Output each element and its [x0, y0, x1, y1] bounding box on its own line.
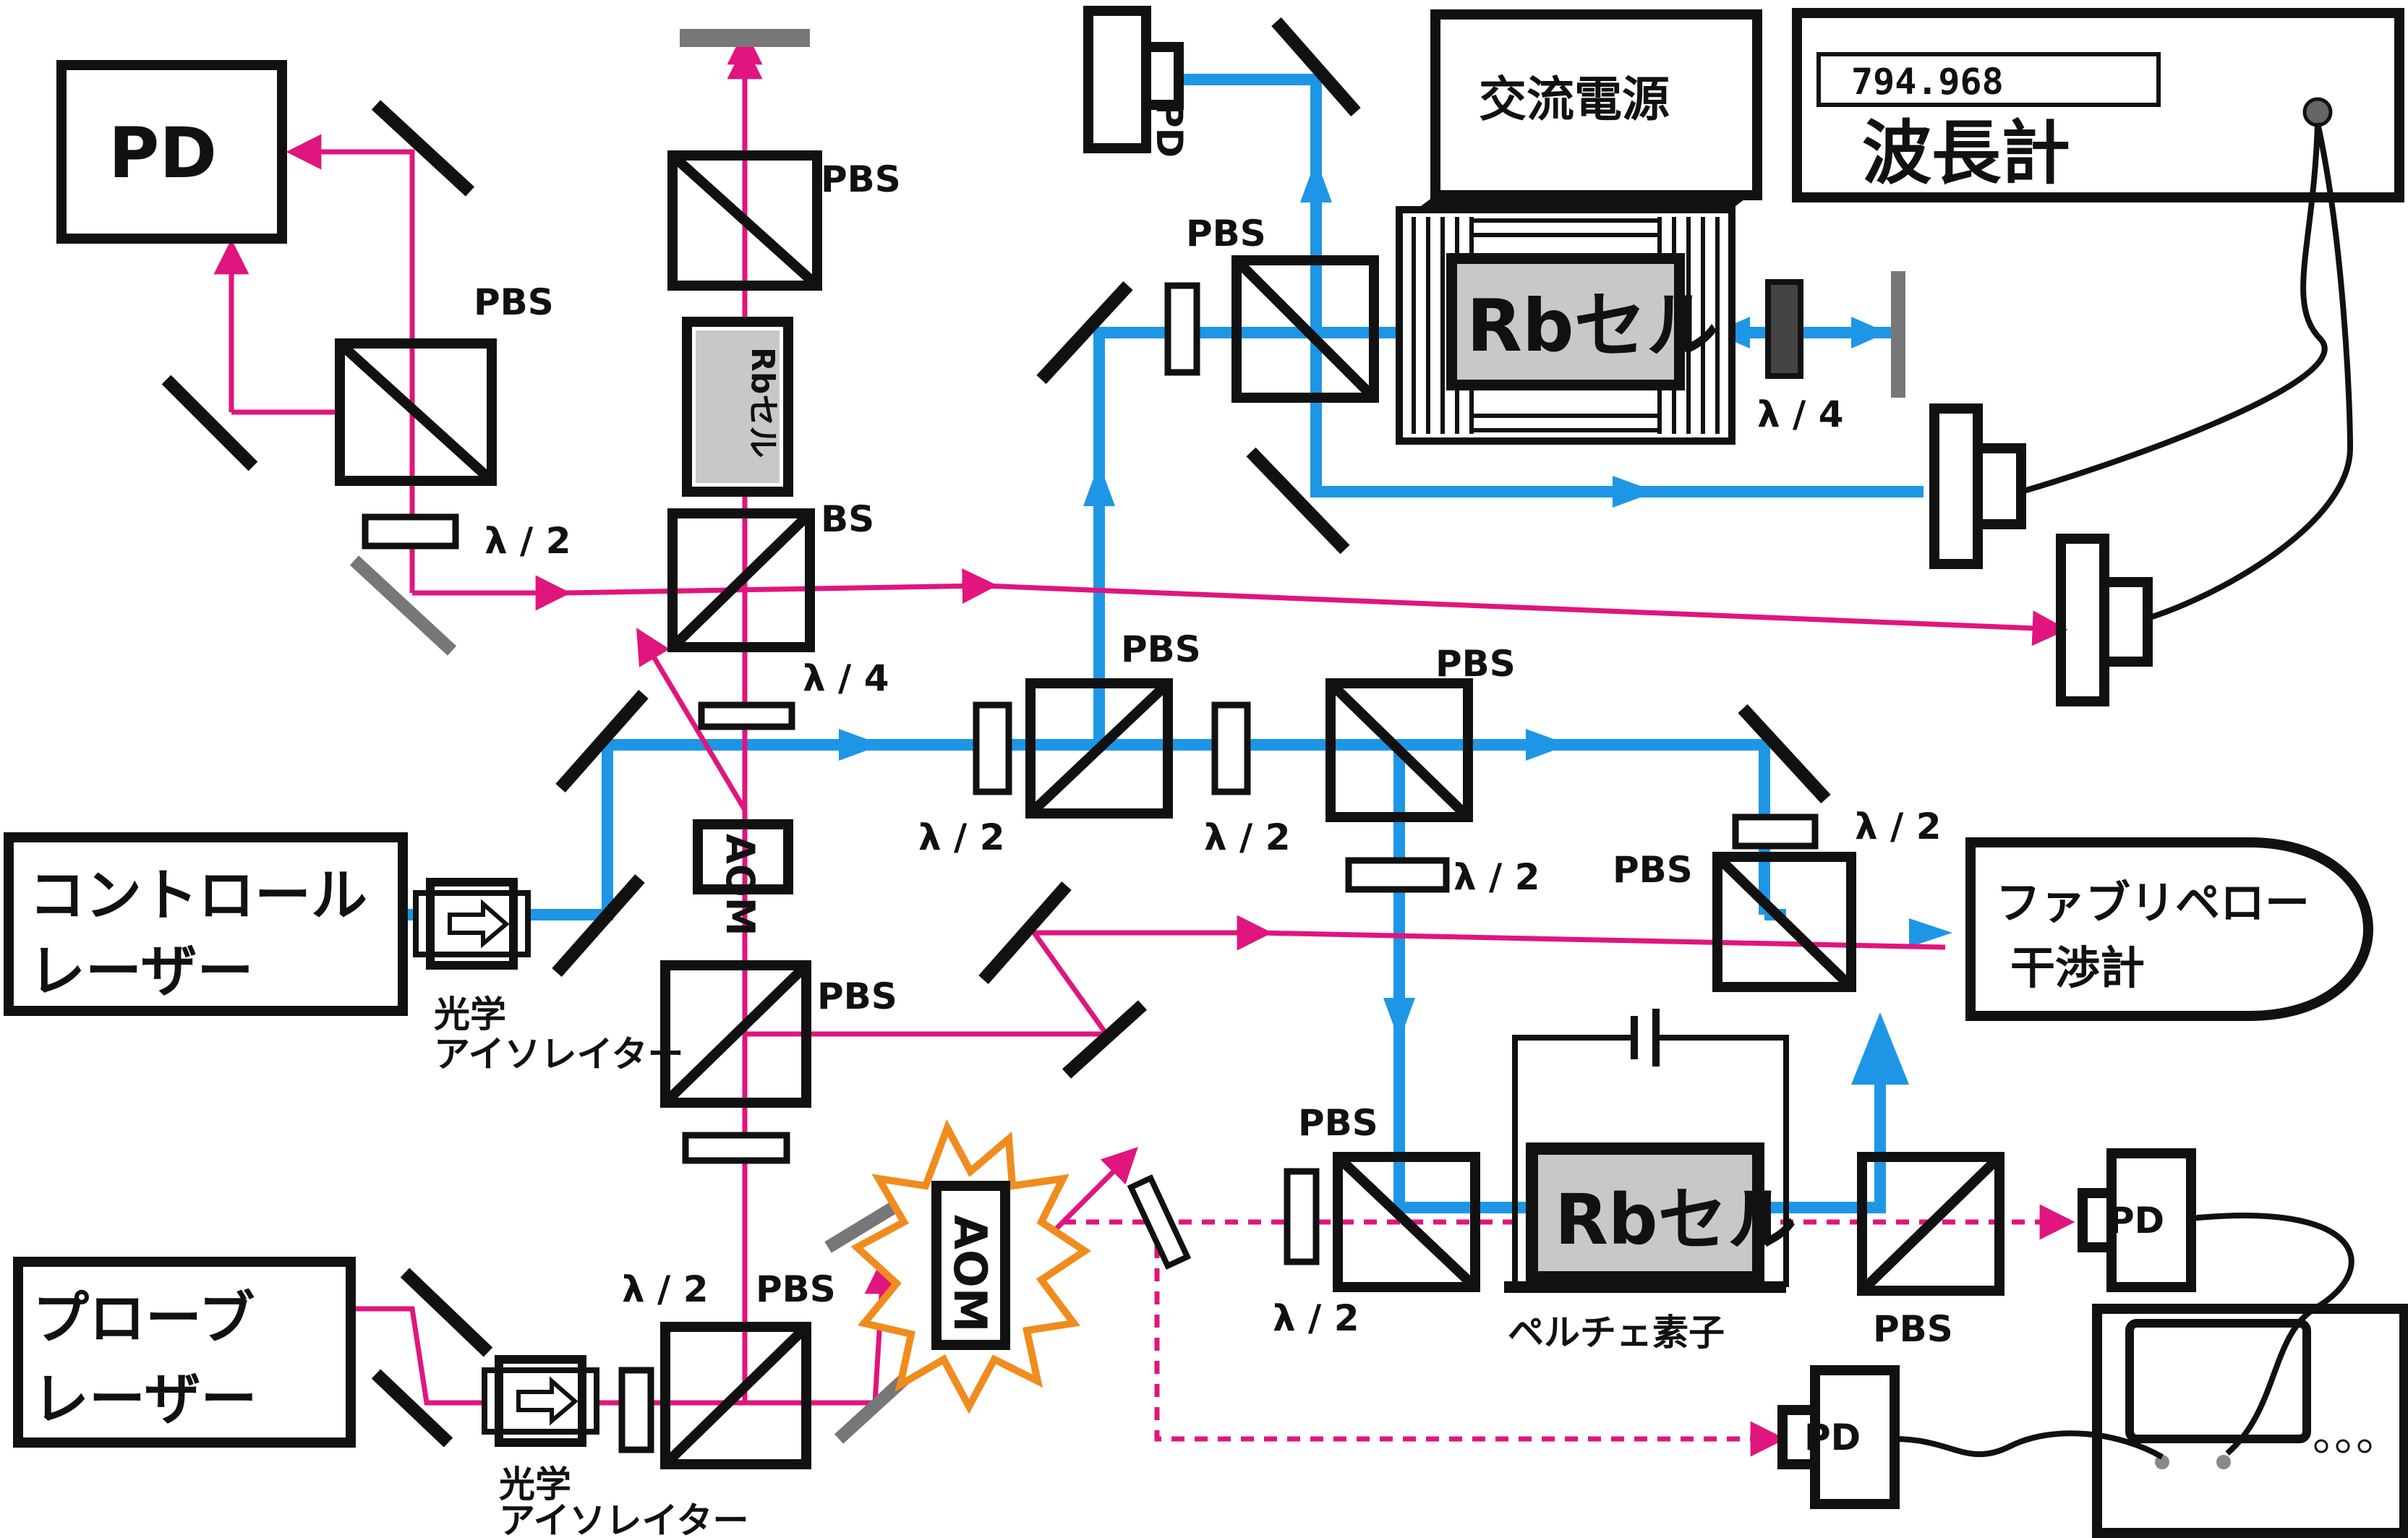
label-pbs-5: PBS: [1121, 628, 1201, 670]
oscilloscope: [1894, 1213, 2408, 1538]
probe-laser: プローブ レーザー: [13, 1257, 356, 1448]
aom-control-label: AOM: [717, 834, 763, 936]
label-pbs-6: PBS: [1435, 643, 1516, 685]
photodetector-top: PD: [1083, 6, 1190, 158]
pbs-mid-center: [660, 960, 811, 1108]
pbs-right: [1712, 852, 1856, 992]
label-pbs-4: PBS: [756, 1268, 836, 1310]
pbs-output: [1857, 1152, 2004, 1296]
wavemeter-readout: 794.968: [1851, 61, 2004, 103]
isolator-label-2: アイソレイター: [434, 1033, 684, 1075]
optical-isolator-probe: 光学 アイソレイター: [482, 1355, 749, 1538]
rb-cell-peltier: Rbセル ペルチェ素子: [1504, 1009, 1797, 1354]
photodetector-signal-2: PD: [1777, 1365, 1900, 1509]
label-qw-1: λ / 4: [803, 657, 889, 699]
ac-power-supply: 交流電源: [1421, 9, 1762, 206]
probe-laser-label-1: プローブ: [33, 1286, 255, 1351]
cube-labels: PBS PBS BS PBS PBS PBS PBS PBS PBS PBS P…: [474, 158, 1953, 1350]
rb-cell-vertical: Rbセル: [682, 317, 793, 497]
label-hw-3: λ / 2: [918, 816, 1005, 858]
label-pbs-7: PBS: [1186, 213, 1266, 255]
label-pbs-1: PBS: [474, 281, 554, 323]
pd-label-signal-2: PD: [1804, 1417, 1861, 1458]
label-qw-2: λ / 4: [1757, 393, 1844, 435]
mirrors: [161, 17, 1905, 1448]
wavemeter-label: 波長計: [1862, 113, 2070, 194]
photodetector-signal-1: PD: [2078, 1148, 2196, 1292]
control-laser-label-2: レーザー: [29, 939, 253, 1004]
waveplate-labels: λ / 2 λ / 4 λ / 2 λ / 2 λ / 2 λ / 2 λ / …: [484, 393, 1942, 1339]
photodetector-large: PD: [56, 60, 287, 244]
waveplates: [362, 279, 1819, 1453]
label-pbs-3: PBS: [817, 975, 897, 1017]
aom-probe-label: AOM: [944, 1215, 996, 1332]
fabry-perot-label-2: 干渉計: [2010, 941, 2145, 994]
label-hw-4: λ / 2: [1204, 816, 1291, 858]
pbs-bottom-center: [660, 1322, 811, 1469]
pbs-control-1: [1025, 678, 1173, 819]
label-hw-1: λ / 2: [484, 520, 571, 562]
isolator-label-1: 光学: [434, 994, 506, 1035]
isolator-probe-label-1: 光学: [499, 1464, 571, 1505]
control-laser-label-1: コントロール: [29, 863, 367, 928]
aom-probe: AOM: [850, 1119, 1092, 1414]
probe-laser-label-2: レーザー: [33, 1367, 257, 1432]
rb-cell-peltier-label: Rbセル: [1555, 1179, 1797, 1260]
label-pbs-10: PBS: [1873, 1308, 1953, 1350]
rb-cell-heated: Rbセル: [1396, 206, 1735, 445]
label-bs: BS: [821, 498, 874, 540]
rb-cell-vertical-label: Rbセル: [744, 347, 781, 458]
rb-cell-heated-label: Rbセル: [1466, 283, 1719, 368]
bs-center: [667, 508, 815, 652]
pbs-top-left: [335, 338, 497, 486]
photodetector-right-2: [2056, 534, 2153, 706]
label-hw-7: λ / 2: [1273, 1297, 1359, 1339]
aom-control: AOM: [693, 819, 793, 936]
pd-label-large: PD: [108, 113, 217, 194]
label-pbs-8: PBS: [1613, 849, 1693, 891]
isolator-probe-label-2: アイソレイター: [499, 1500, 749, 1538]
label-pbs-9: PBS: [1298, 1102, 1378, 1144]
wavemeter: 794.968 波長計: [1792, 8, 2404, 621]
pbs-top-center: [667, 150, 822, 291]
fabry-perot-label-1: ファブリペロー: [1996, 876, 2310, 929]
pbs-rb-upper: [1231, 255, 1379, 403]
control-laser: コントロール レーザー: [4, 832, 408, 1016]
beamsplitter-cubes: [335, 150, 2004, 1469]
pbs-control-2: [1325, 678, 1473, 822]
label-pbs-2: PBS: [821, 158, 901, 200]
peltier-label: ペルチェ素子: [1508, 1312, 1725, 1354]
fabry-perot-interferometer: ファブリペロー 干渉計: [1965, 837, 2373, 1021]
pbs-rb-lower: [1333, 1152, 1480, 1292]
label-hw-5: λ / 2: [1453, 856, 1540, 898]
ac-power-label: 交流電源: [1479, 72, 1670, 127]
pd-label-signal-1: PD: [2108, 1200, 2164, 1242]
label-hw-6: λ / 2: [1855, 806, 1942, 847]
photodetector-right-1: [1929, 403, 2026, 569]
optical-isolator-control: 光学 アイソレイター: [413, 878, 684, 1075]
label-hw-2: λ / 2: [622, 1268, 709, 1310]
pd-label-top: PD: [1148, 101, 1190, 158]
